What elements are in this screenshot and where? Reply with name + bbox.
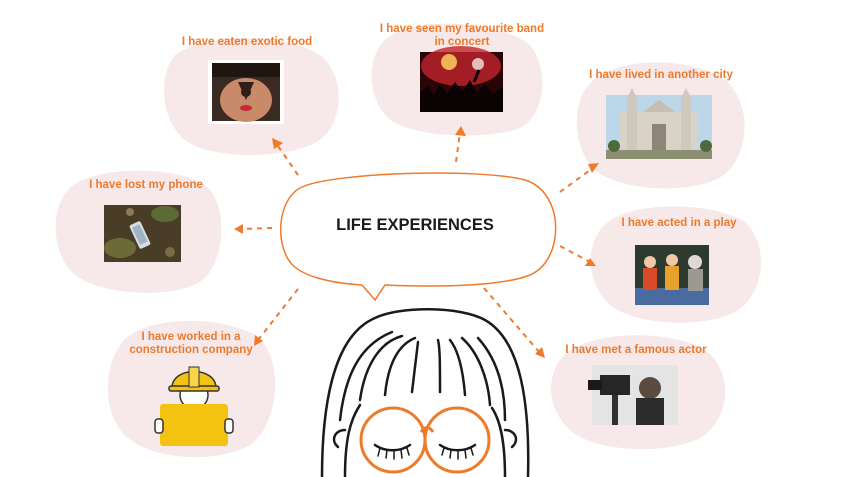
arrow-exotic-food (275, 142, 299, 176)
arrowhead-construction (254, 335, 263, 346)
arrowhead-exotic-food (272, 138, 283, 149)
label-band-line1: I have seen my favourite band (379, 23, 545, 35)
arrow-city (559, 167, 594, 193)
photo-famous-actor (588, 365, 678, 425)
speech-bubble (279, 172, 557, 302)
arrowhead-play (585, 258, 596, 266)
arrow-heads (234, 126, 599, 358)
label-another-city: I have lived in another city (589, 69, 733, 81)
arrow-play (559, 245, 591, 263)
photo-lost-phone (104, 205, 181, 262)
label-exotic-food: I have eaten exotic food (181, 36, 313, 48)
arrow-band (455, 131, 461, 163)
label-construction: I have worked in a construction company (118, 331, 264, 357)
arrow-lost-phone (239, 227, 273, 230)
construction-worker-icon (154, 366, 234, 446)
photo-cathedral (606, 88, 712, 159)
photo-exotic-food (208, 60, 284, 124)
arrowhead-lost-phone (234, 224, 243, 234)
photo-concert (420, 46, 503, 112)
diagram-title: LIFE EXPERIENCES (336, 216, 494, 234)
label-lost-phone: I have lost my phone (89, 179, 203, 191)
arrowhead-band (455, 126, 466, 136)
eyelashes (377, 447, 474, 460)
label-construction-line2: construction company (129, 344, 253, 356)
label-acted-play: I have acted in a play (621, 217, 737, 229)
label-construction-line1: I have worked in a (141, 331, 241, 343)
girl-illustration (320, 308, 530, 477)
glasses (359, 406, 491, 474)
arrowhead-city (588, 163, 599, 173)
arrow-construction (257, 288, 299, 341)
photo-play (635, 245, 709, 305)
label-band-line2: in concert (434, 36, 490, 48)
connector-arrows (239, 131, 594, 354)
label-famous-actor: I have met a famous actor (565, 344, 707, 356)
arrowhead-actor (535, 347, 545, 358)
label-band: I have seen my favourite band in concert (370, 23, 554, 49)
arrow-actor (483, 287, 541, 354)
